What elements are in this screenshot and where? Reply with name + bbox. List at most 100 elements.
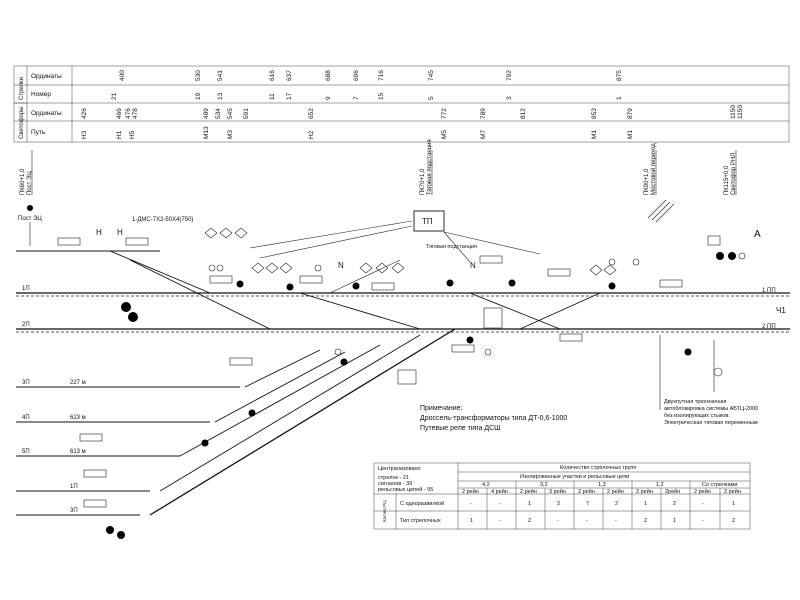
signal-head — [286, 283, 294, 291]
header-row-ordinates: Ординаты — [31, 73, 62, 80]
track-label: 1П — [22, 286, 30, 292]
switch-ordinate: 696 — [353, 70, 360, 81]
row2-value: - — [702, 518, 704, 524]
track-label: 2 ПП — [762, 324, 776, 330]
row2-value: - — [557, 518, 559, 524]
group-col: Со стрелками — [702, 482, 737, 488]
row1-value: - — [499, 501, 501, 507]
row2-value: - — [615, 518, 617, 524]
signal-ordinate: 853 — [591, 108, 598, 119]
switch-ordinate: 792 — [506, 70, 513, 81]
km-note: ПК70+1,0 — [420, 168, 426, 195]
switch-number: 17 — [286, 92, 293, 100]
signal-track: Н3 — [81, 130, 88, 139]
switch-number: 7 — [353, 96, 360, 100]
signal-letter: N — [470, 261, 476, 270]
row-label: Тип стрелочных — [400, 518, 441, 524]
signal-letter: N — [338, 261, 344, 270]
track-label: 4П — [22, 415, 30, 421]
row1-value: 2 — [615, 501, 618, 507]
track-length: 623 м — [70, 415, 86, 421]
signal-ordinate: 879 — [627, 108, 634, 119]
pair-col: 2 рейн — [724, 488, 741, 495]
group-col: 1,2 — [656, 482, 664, 488]
note-line: автоблокировка системы АБТЦ-2000 — [664, 406, 758, 412]
signal-ordinate: 789 — [480, 108, 487, 119]
header-table: Стрелки Светофоры Ординаты Номер Ординат… — [13, 65, 790, 143]
post-label: Пост ЭЦ — [18, 216, 42, 222]
track-label: 1П — [70, 484, 78, 490]
signal-track: Н5 — [129, 130, 136, 139]
signal-letter: Ч1 — [776, 306, 786, 315]
header-row-number: Номер — [31, 91, 51, 98]
km-notes: ПК60+1,0 Пост ЭЦ ПК70+1,0 Тяговая подста… — [20, 139, 737, 195]
row2-value: - — [586, 518, 588, 524]
signal-track: М13 — [203, 126, 210, 139]
switch-ordinate: 616 — [269, 70, 276, 81]
row1-value: 7 — [586, 501, 589, 507]
km-note: ПК115+0,0 — [724, 165, 730, 195]
post-building: Пост ЭЦ — [18, 205, 42, 246]
signal-track: Н1 — [116, 130, 123, 139]
note-block-right: Двухпутная трехзначная автоблокировка си… — [664, 399, 758, 426]
signal-head — [716, 252, 736, 260]
note-line: Двухпутная трехзначная — [664, 399, 727, 405]
traction-substation: ТП Тяговая подстанция — [413, 210, 477, 250]
km-note: ПК90+1,0 — [644, 168, 650, 195]
signal-ordinate: 772 — [441, 108, 448, 119]
pair-col: 2 рейн — [578, 488, 595, 495]
header-group-switches: Стрелки — [19, 77, 25, 100]
pair-col: 2рейн — [665, 488, 680, 495]
note-line: без изолирующих стыков. — [664, 413, 730, 419]
pair-col: 2 рейн — [520, 488, 537, 495]
signal-head — [340, 358, 348, 366]
row1-value: 2 — [557, 501, 560, 507]
signal-ordinate: 534 — [215, 108, 222, 119]
header-group-signals: Светофоры — [19, 106, 25, 139]
table-title: Централизовано — [378, 466, 421, 472]
signal-track: М7 — [480, 130, 487, 139]
signal-head — [446, 279, 454, 287]
row1-value: 1 — [528, 501, 531, 507]
row1-value: - — [702, 501, 704, 507]
signals — [106, 252, 746, 539]
table-sub: рельсовых цепей - 95 — [378, 486, 433, 493]
pair-col: 2 рейн — [607, 488, 624, 495]
signal-head — [248, 409, 256, 417]
switch-number: 3 — [506, 96, 513, 100]
note-line: Путевые реле типа ДСШ — [420, 425, 501, 432]
switch-ordinate: 541 — [217, 70, 224, 81]
signal-ordinate: 478 — [132, 108, 139, 119]
pair-col: 2 рейн — [636, 488, 653, 495]
track-label: 2П — [22, 322, 30, 328]
row2-value: 2 — [528, 518, 531, 524]
track-length: 613 м — [70, 449, 86, 455]
km-note: Пост ЭЦ — [27, 171, 33, 195]
signal-ordinate: 1150 — [730, 105, 737, 119]
switch-number: 19 — [195, 92, 202, 100]
signal-track: Н2 — [308, 130, 315, 139]
track-label: 3П — [22, 380, 30, 386]
main-tracks — [16, 220, 790, 516]
switch-ordinate: 637 — [286, 70, 293, 81]
track-label: 1 ПП — [762, 288, 776, 294]
cable-note: 1-ДМС-7Х2-50Х4(750) — [132, 217, 193, 223]
km-note: Светофор РНЛ — [731, 153, 737, 195]
signal-head — [684, 348, 692, 356]
switch-number: 13 — [217, 92, 224, 100]
group-col: 3,2 — [540, 482, 548, 488]
signal-ordinate: 426 — [81, 108, 88, 119]
signal-head — [608, 282, 616, 290]
row2-value: - — [499, 518, 501, 524]
row-label: С одноразвилкой — [400, 500, 444, 507]
signal-ordinate: 1150 — [737, 105, 744, 119]
switch-ordinate: 875 — [616, 70, 623, 81]
switch-ordinate: 688 — [325, 70, 332, 81]
row1-value: 1 — [732, 501, 735, 507]
pair-col: 3 рейн — [549, 488, 566, 495]
km-note: ПК60+1,0 — [20, 168, 26, 195]
signal-ordinate: 812 — [520, 108, 527, 119]
track-label: 3П — [70, 508, 78, 514]
km-note: Тяговая подстанция — [427, 139, 433, 195]
